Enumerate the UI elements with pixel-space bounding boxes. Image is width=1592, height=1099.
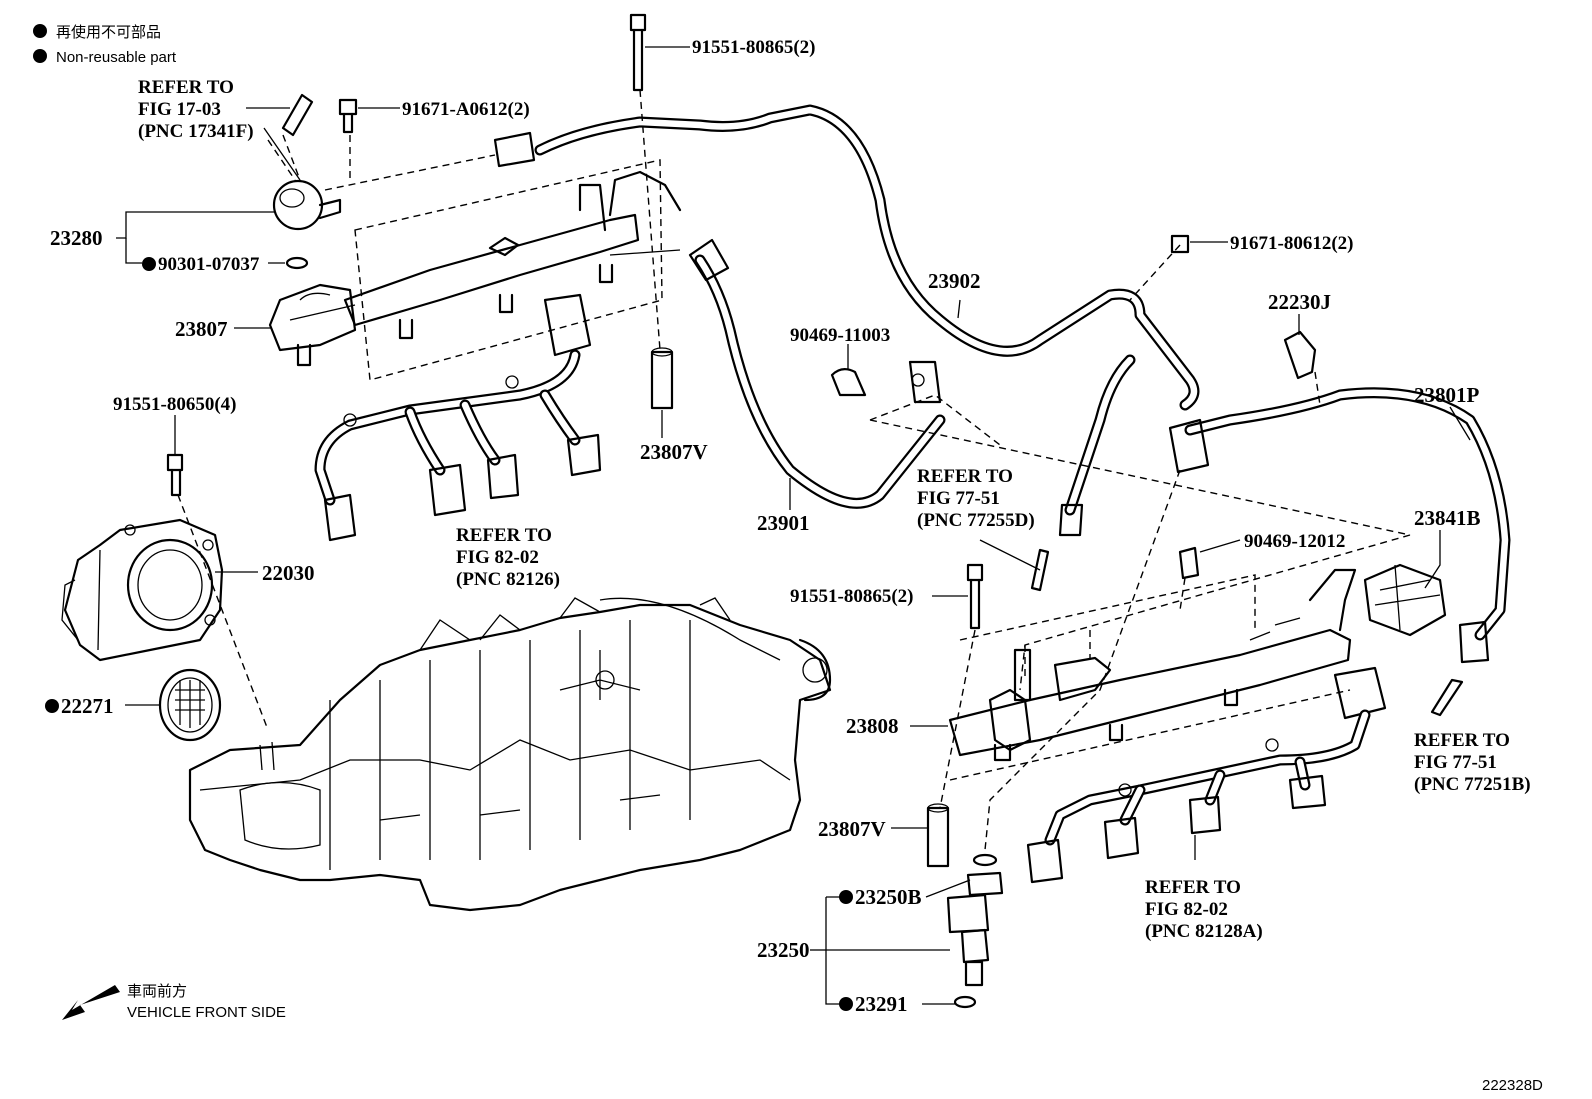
gasket-22271: [158, 668, 222, 742]
refer-8202b-line1: REFER TO: [1145, 877, 1241, 898]
label-23841B: 23841B: [1414, 506, 1481, 530]
refer-7751b-line2: FIG 77-51: [1414, 752, 1497, 773]
refer-8202a-line1: REFER TO: [456, 525, 552, 546]
label-91551-80865-mid: 91551-80865(2): [790, 586, 913, 607]
fuel-hose-23902: [493, 104, 1200, 537]
refer-7751b-line3: (PNC 77251B): [1414, 774, 1531, 795]
label-23250B: 23250B: [855, 885, 922, 909]
fuel-injector-23250: [946, 853, 1004, 1009]
vehicle-front-indicator: 車両前方 VEHICLE FRONT SIDE: [62, 983, 286, 1021]
label-91551-80650: 91551-80650(4): [113, 394, 236, 415]
bolt-91551-80650: [166, 453, 184, 497]
label-23250: 23250: [757, 938, 810, 962]
damper-23841B: [1363, 563, 1447, 637]
non-reusable-bullet-icon: [839, 890, 853, 904]
non-reusable-bullet-icon: [33, 24, 47, 38]
dashed-leader-lines: [177, 89, 1411, 851]
bolt-91551-80865-mid: [966, 563, 984, 630]
non-reusable-bullet-icon: [839, 997, 853, 1011]
label-22271: 22271: [61, 694, 114, 718]
refer-pipe-1703: [281, 93, 314, 137]
front-label-jp: 車両前方: [127, 983, 187, 1000]
non-reusable-bullet-icon: [33, 49, 47, 63]
label-23807: 23807: [175, 317, 228, 341]
label-91671-80612: 91671-80612(2): [1230, 233, 1353, 254]
fuel-hose-23901: [688, 238, 946, 509]
pulsation-damper-23280: [272, 179, 342, 270]
refer-1703-line2: FIG 17-03: [138, 99, 221, 120]
refer-1703-line3: (PNC 17341F): [138, 121, 254, 142]
label-91551-80865-top: 91551-80865(2): [692, 37, 815, 58]
label-23808: 23808: [846, 714, 899, 738]
refer-8202a-line2: FIG 82-02: [456, 547, 539, 568]
diagram-code: 222328D: [1482, 1077, 1543, 1094]
label-91671-A0612: 91671-A0612(2): [402, 99, 530, 120]
label-23807V-a: 23807V: [640, 440, 708, 464]
legend-non-reusable-en: Non-reusable part: [56, 49, 177, 66]
legend-non-reusable-jp: 再使用不可部品: [56, 24, 161, 41]
label-23807V-b: 23807V: [818, 817, 886, 841]
label-90301-07037: 90301-07037: [158, 254, 260, 275]
fuel-hose-23801P: [1168, 387, 1511, 717]
wire-harness-left: [314, 293, 602, 542]
label-90469-12012: 90469-12012: [1244, 531, 1345, 552]
refer-8202a-line3: (PNC 82126): [456, 569, 560, 590]
throttle-body: [61, 518, 224, 662]
front-label-en: VEHICLE FRONT SIDE: [127, 1004, 286, 1021]
label-23801P: 23801P: [1414, 383, 1480, 407]
non-reusable-bullet-icon: [45, 699, 59, 713]
label-23280: 23280: [50, 226, 103, 250]
label-23902: 23902: [928, 269, 981, 293]
part-labels: 91551-80865(2) 91671-A0612(2) REFER TO F…: [45, 37, 1531, 1016]
front-arrow-icon: [62, 985, 120, 1020]
refer-7751b-line1: REFER TO: [1414, 730, 1510, 751]
refer-8202b-line2: FIG 82-02: [1145, 899, 1228, 920]
fuel-rail-right: [948, 568, 1357, 762]
refer-7751d-line3: (PNC 77255D): [917, 510, 1035, 531]
label-23291: 23291: [855, 992, 908, 1016]
bolt-91551-80865-top: [629, 13, 647, 92]
clamp-90469-11003: [830, 360, 942, 404]
refer-pipe-7751d: [1030, 548, 1050, 592]
refer-7751d-line2: FIG 77-51: [917, 488, 1000, 509]
sensor-22230J: [1283, 330, 1317, 380]
spacer-23807V-bottom: [926, 803, 950, 868]
spacer-23807V-left: [650, 347, 674, 410]
label-22030: 22030: [262, 561, 315, 585]
refer-8202b-line3: (PNC 82128A): [1145, 921, 1263, 942]
fuel-rail-left: [268, 170, 682, 367]
bolt-91671-80612: [1170, 234, 1190, 254]
clip-90469-12012: [1178, 546, 1200, 580]
label-23901: 23901: [757, 511, 810, 535]
legend: 再使用不可部品 Non-reusable part: [33, 24, 177, 66]
non-reusable-bullet-icon: [142, 257, 156, 271]
refer-1703-line1: REFER TO: [138, 77, 234, 98]
bolt-91671-A0612: [338, 98, 358, 134]
label-22230J: 22230J: [1268, 290, 1331, 314]
intake-manifold: [188, 597, 832, 912]
wire-harness-right: [1026, 666, 1387, 884]
refer-7751d-line1: REFER TO: [917, 466, 1013, 487]
label-90469-11003: 90469-11003: [790, 325, 890, 346]
label-leader-lines: [116, 46, 1471, 1005]
